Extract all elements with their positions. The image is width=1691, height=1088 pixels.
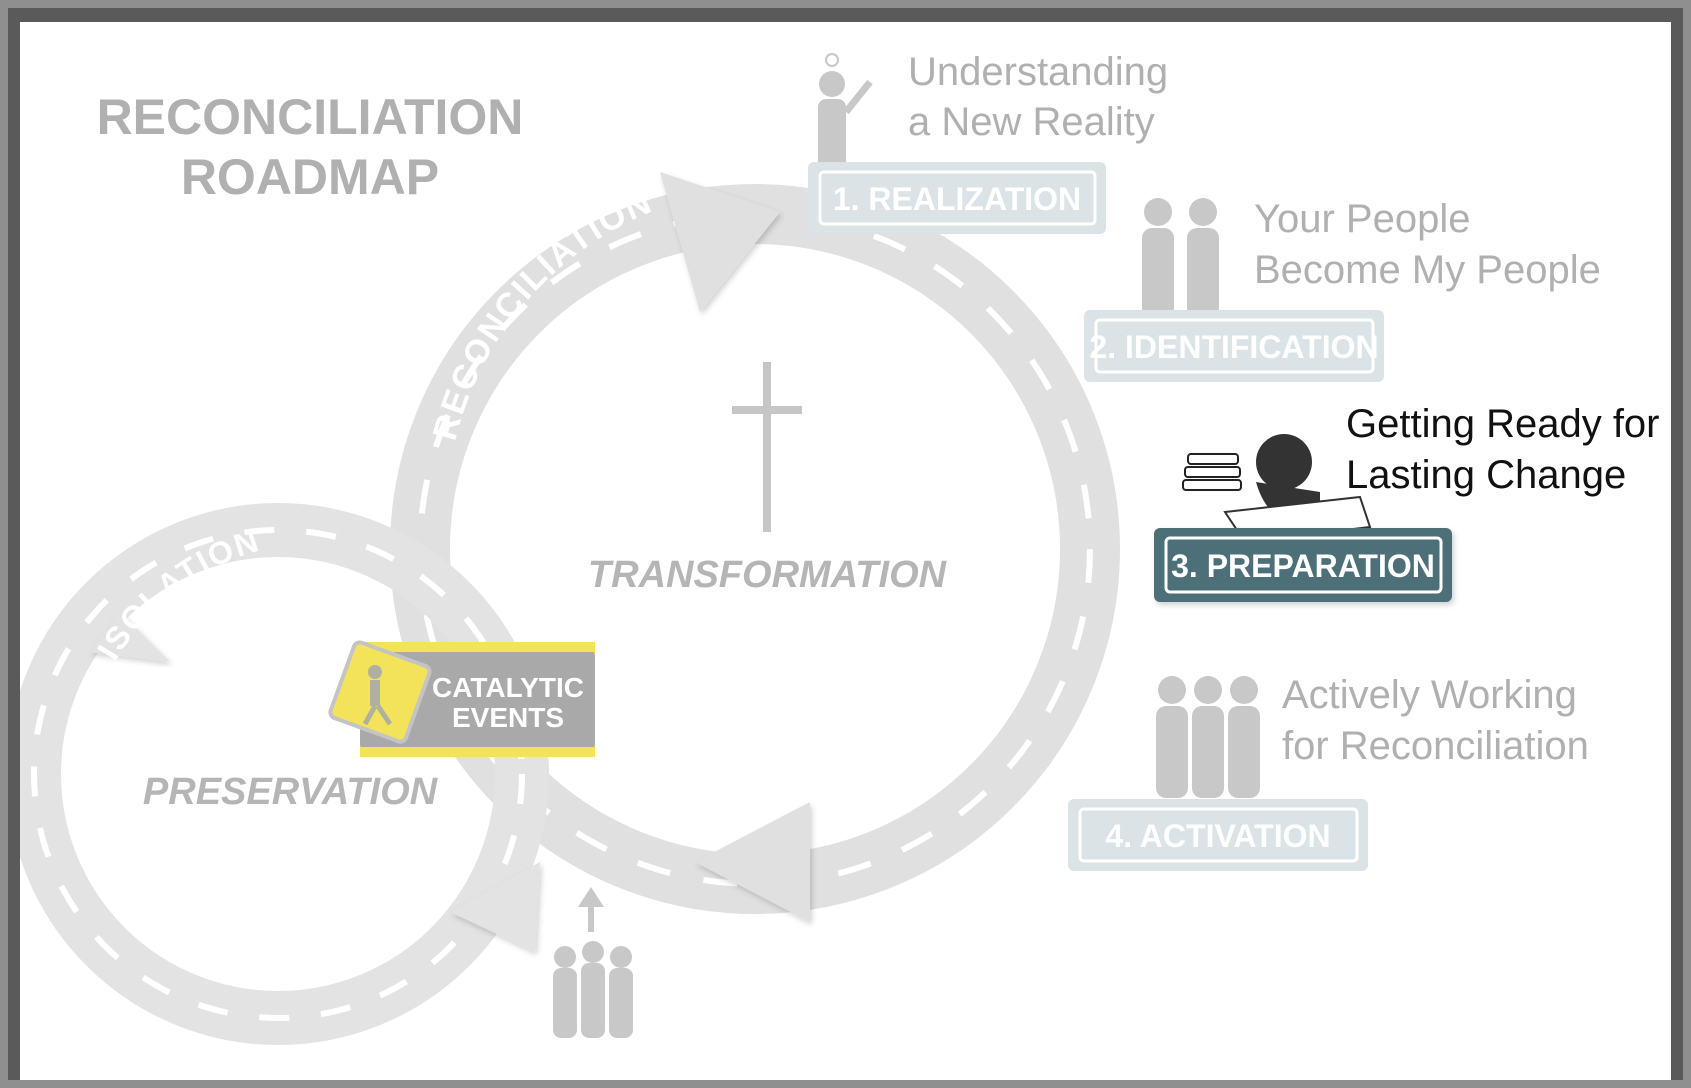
transformation-arrowhead — [695, 802, 810, 922]
two-people-icon — [1142, 198, 1219, 318]
stage-realization-caption-1: Understanding — [908, 50, 1168, 94]
stage-preparation[interactable]: Getting Ready for Lasting Change 3. PREP… — [1154, 402, 1660, 602]
stage-activation[interactable]: Actively Working for Reconciliation 4. A… — [1068, 673, 1589, 871]
stage-activation-caption-2: for Reconciliation — [1282, 724, 1589, 768]
reading-person-icon — [1182, 434, 1372, 544]
stage-identification-label: 2. IDENTIFICATION — [1089, 329, 1378, 365]
stage-preparation-caption-2: Lasting Change — [1346, 453, 1626, 497]
stage-identification[interactable]: Your People Become My People 2. IDENTIFI… — [1084, 197, 1601, 382]
stage-identification-caption-1: Your People — [1254, 197, 1470, 241]
stage-preparation-label: 3. PREPARATION — [1171, 548, 1435, 584]
isolation-arrowhead — [90, 612, 170, 662]
reconciliation-arrowhead — [660, 172, 780, 312]
catalytic-events-badge: CATALYTIC EVENTS — [328, 640, 595, 757]
transformation-label: TRANSFORMATION — [588, 554, 948, 596]
stage-realization[interactable]: Understanding a New Reality 1. REALIZATI… — [808, 50, 1168, 234]
catalytic-line-1: CATALYTIC — [432, 672, 584, 703]
stage-preparation-caption-1: Getting Ready for — [1346, 402, 1660, 446]
title-line-1: RECONCILIATION — [97, 89, 524, 145]
preservation-label: PRESERVATION — [143, 771, 439, 813]
roadmap-diagram: RECONCILIATION ISOLATION RECONCILIATION … — [20, 50, 1660, 1045]
stage-identification-caption-2: Become My People — [1254, 248, 1601, 292]
preservation-road-dashes — [31, 527, 525, 1021]
three-people-icon — [1156, 676, 1260, 798]
cross-icon — [732, 362, 802, 532]
stage-activation-label: 4. ACTIVATION — [1105, 818, 1330, 854]
stage-realization-label: 1. REALIZATION — [833, 181, 1081, 217]
stage-activation-caption-1: Actively Working — [1282, 673, 1577, 717]
preservation-arrowhead — [450, 862, 540, 952]
person-idea-icon — [818, 53, 873, 169]
stage-realization-caption-2: a New Reality — [908, 100, 1155, 144]
caution-sign-icon — [328, 640, 432, 744]
title-line-2: ROADMAP — [181, 149, 439, 205]
catalytic-line-2: EVENTS — [452, 702, 564, 733]
crowd-arrow-icon — [553, 887, 633, 1038]
roadmap-canvas: RECONCILIATION ISOLATION RECONCILIATION … — [20, 22, 1671, 1080]
